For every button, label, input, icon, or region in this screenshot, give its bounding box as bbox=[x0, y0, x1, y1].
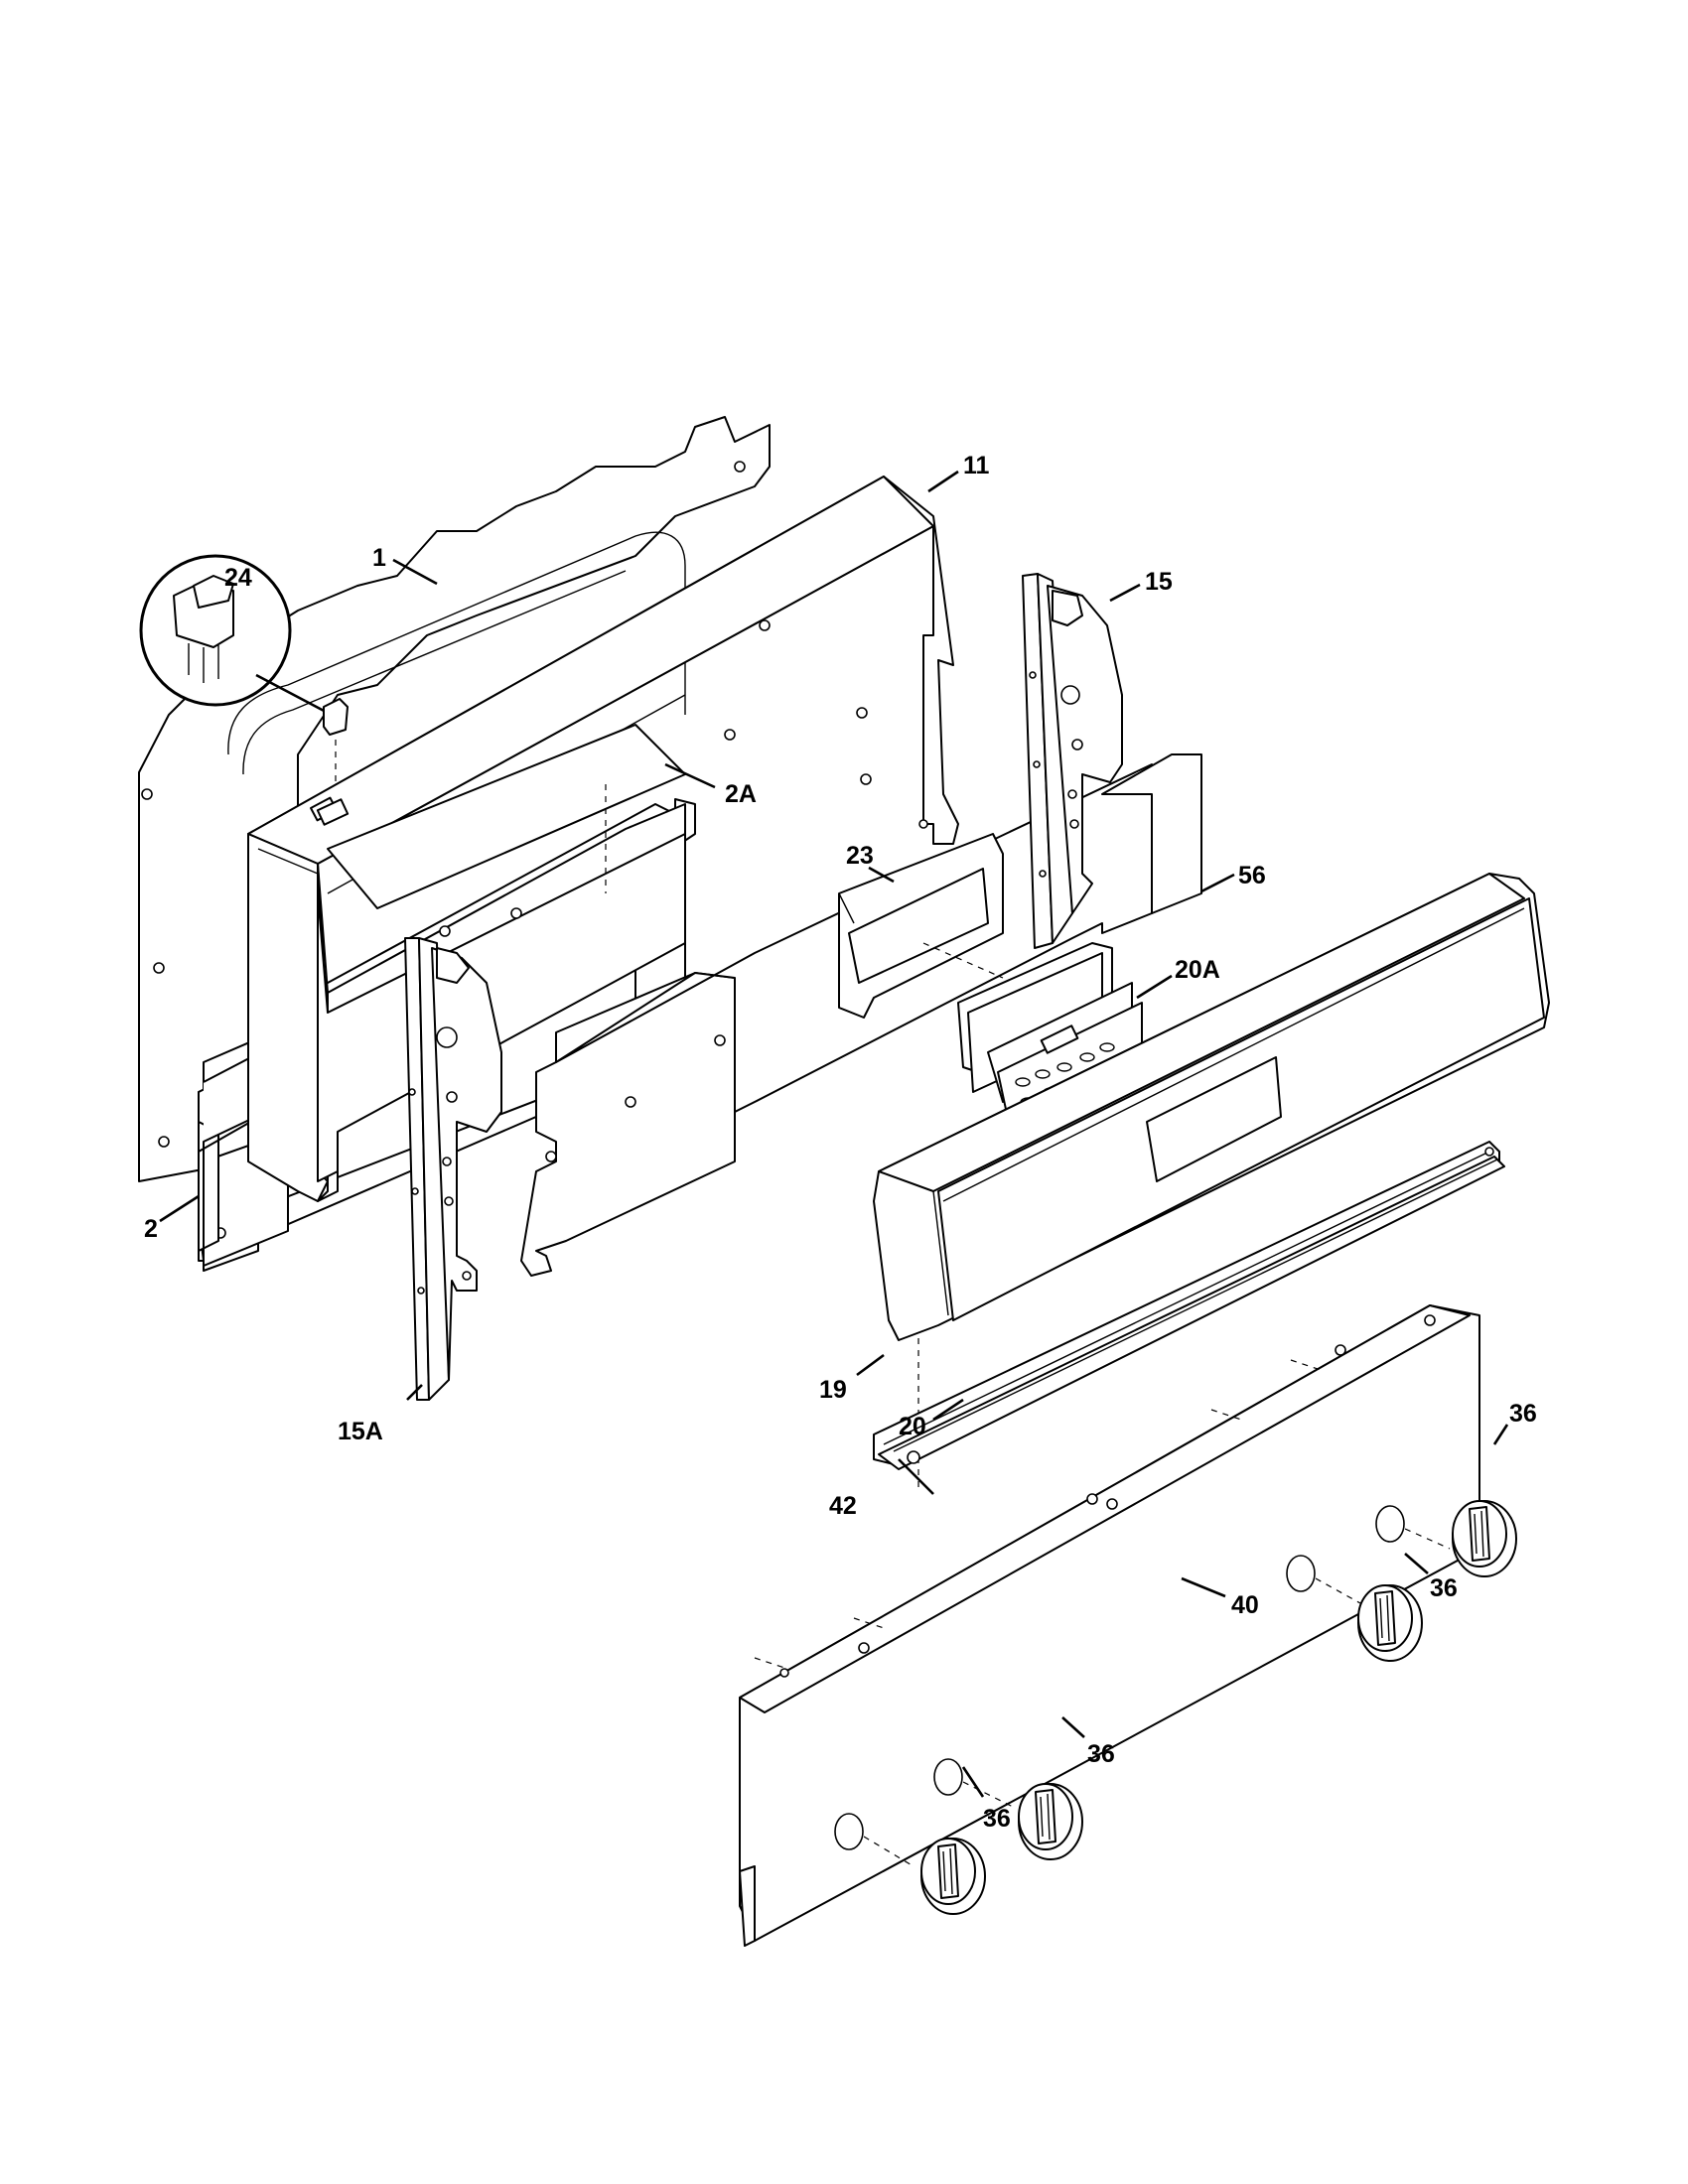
rocker-switch-detail bbox=[139, 554, 350, 826]
callout-36-second: 36 bbox=[1087, 1740, 1115, 1768]
knob-4 bbox=[1452, 1500, 1517, 1577]
leader-42 bbox=[898, 1458, 934, 1495]
knob-3 bbox=[1357, 1584, 1423, 1662]
leader-20a bbox=[1136, 974, 1173, 1000]
leader-36-b bbox=[1061, 1716, 1085, 1738]
right-side-bracket bbox=[1022, 573, 1123, 949]
callout-24: 24 bbox=[224, 564, 252, 592]
callout-36-third: 36 bbox=[1430, 1574, 1458, 1602]
leader-20 bbox=[932, 1398, 964, 1422]
callout-2: 2 bbox=[144, 1215, 158, 1243]
trim-strip bbox=[873, 1141, 1505, 1470]
leader-19 bbox=[856, 1353, 885, 1377]
knob-1 bbox=[920, 1838, 986, 1915]
leader-40 bbox=[1181, 1576, 1226, 1598]
callout-36-bottom: 36 bbox=[983, 1805, 1011, 1833]
control-panel bbox=[873, 873, 1550, 1489]
leader-lines bbox=[159, 470, 1509, 1798]
callout-11: 11 bbox=[963, 452, 990, 479]
callout-40: 40 bbox=[1231, 1591, 1259, 1619]
callout-15a: 15A bbox=[338, 1418, 383, 1445]
callout-42: 42 bbox=[829, 1492, 857, 1520]
leader-23 bbox=[868, 866, 895, 884]
leader-15a bbox=[406, 1384, 423, 1401]
left-side-bracket bbox=[404, 937, 502, 1401]
callout-19: 19 bbox=[819, 1376, 847, 1404]
callout-15: 15 bbox=[1145, 568, 1173, 596]
callout-2a: 2A bbox=[725, 780, 757, 808]
leader-2 bbox=[159, 1194, 200, 1223]
knob-2 bbox=[1018, 1783, 1083, 1860]
manifold-panel bbox=[739, 1304, 1480, 1947]
leader-15 bbox=[1109, 583, 1141, 603]
leader-56 bbox=[1200, 873, 1235, 893]
callout-20a: 20A bbox=[1175, 956, 1220, 984]
callout-1: 1 bbox=[372, 544, 386, 572]
callout-36-top: 36 bbox=[1509, 1400, 1537, 1428]
leader-1 bbox=[392, 558, 438, 586]
callout-23: 23 bbox=[846, 842, 874, 870]
control-board-bracket bbox=[838, 833, 1004, 1019]
leader-36-c bbox=[1404, 1553, 1429, 1574]
callout-20: 20 bbox=[899, 1413, 926, 1440]
leader-36-d bbox=[1492, 1424, 1509, 1445]
leader-2a bbox=[664, 762, 716, 789]
callout-56: 56 bbox=[1238, 862, 1266, 889]
callout-labels: 1 2 2A 11 15 15A 19 20 20A 23 24 36 36 3… bbox=[144, 452, 1537, 1833]
leader-36-a bbox=[961, 1766, 985, 1798]
leader-11 bbox=[927, 470, 959, 493]
